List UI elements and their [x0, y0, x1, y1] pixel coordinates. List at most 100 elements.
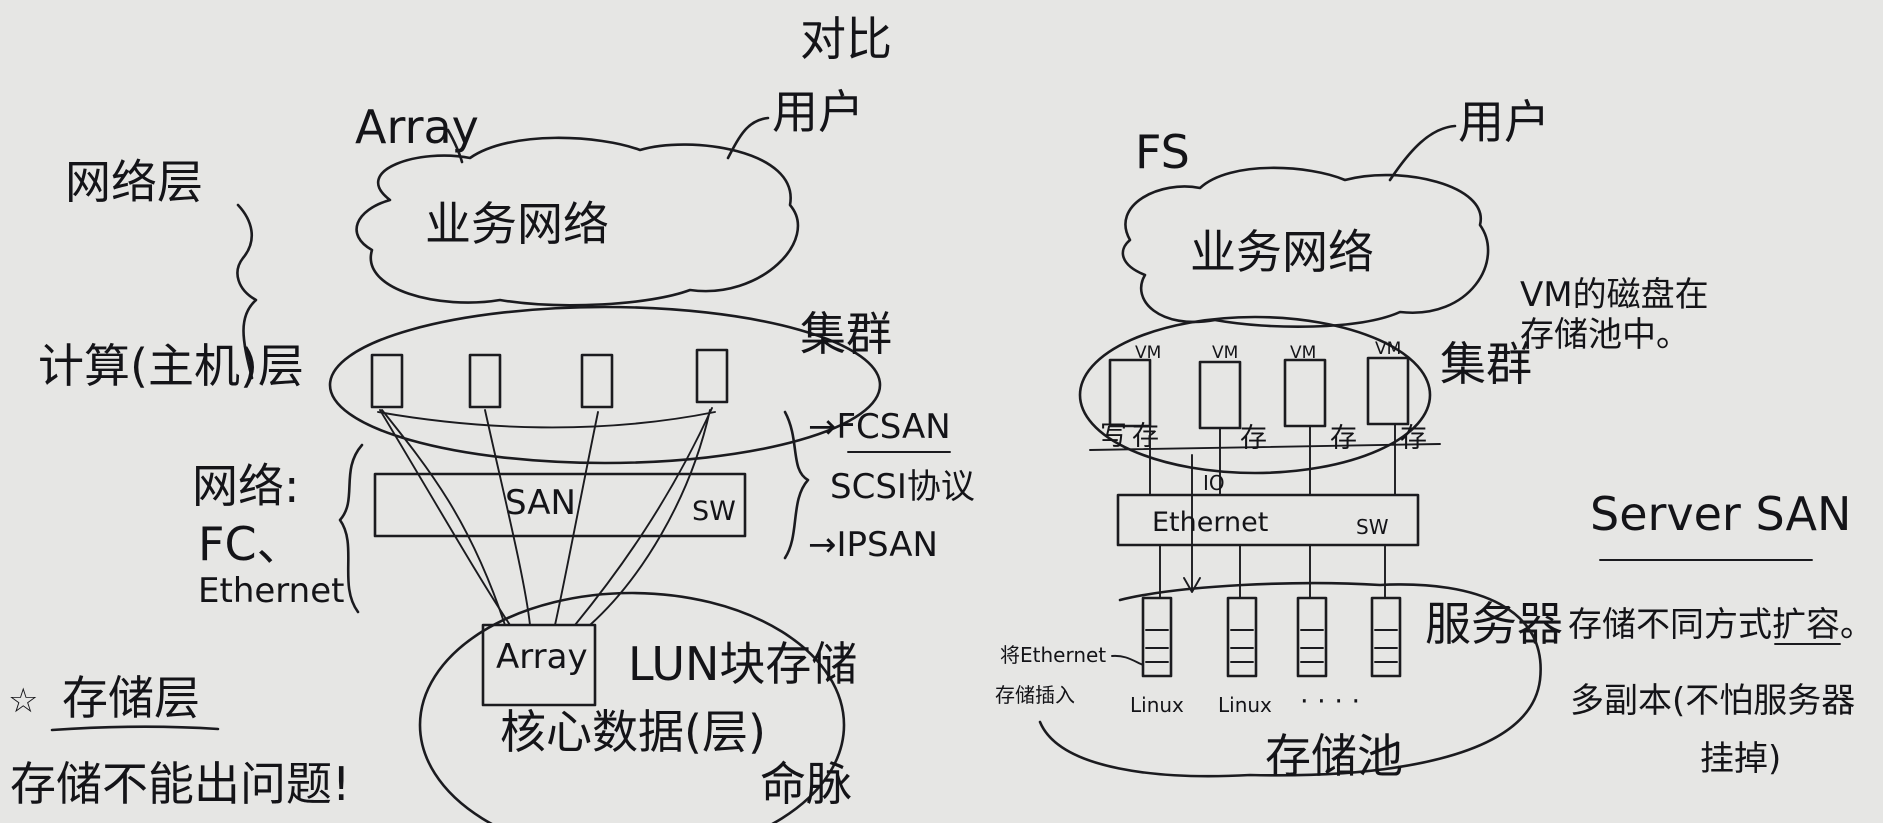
vm-disk-note-1: VM的磁盘在 — [1520, 275, 1709, 315]
network-type-fc: FC、 — [198, 517, 303, 571]
star-icon: ☆ — [8, 681, 38, 721]
vm-host-3 — [1283, 358, 1327, 428]
storage-layer-label: 存储层 — [62, 671, 200, 725]
host-write-label: 写 — [1100, 421, 1127, 452]
linux-label-2: Linux — [1218, 693, 1272, 717]
host-4 — [695, 348, 729, 404]
storage-pool-label: 存储池 — [1265, 729, 1403, 783]
lifeline-label: 命脉 — [760, 757, 852, 811]
array-box-label: Array — [496, 637, 588, 677]
linux-label-1: Linux — [1130, 693, 1184, 717]
user-label: 用户 — [772, 85, 864, 139]
server-downlinks — [1159, 544, 1386, 599]
wire-3 — [554, 411, 599, 626]
fs-business-network-label: 业务网络 — [1190, 225, 1374, 279]
io-label: IO — [1203, 471, 1225, 495]
array-heading-tail — [446, 128, 464, 164]
storage-ellipse — [418, 591, 846, 823]
array-architecture: Array 业务网络 用户 集群 SAN SW 网络: FC、 — [192, 85, 975, 823]
vm-host-4 — [1366, 356, 1410, 426]
host-storage-3: 存 — [1330, 423, 1357, 454]
io-arrow — [1183, 454, 1201, 593]
san-label: SAN — [505, 483, 576, 523]
core-data-label: 核心数据(层) — [500, 705, 766, 759]
vm-tag-1: VM — [1135, 343, 1161, 363]
vm-tag-2: VM — [1212, 343, 1238, 363]
server-san-title: Server SAN — [1590, 487, 1851, 541]
vm-hosts: VM VM VM VM — [1108, 339, 1410, 430]
fs-business-network-cloud — [1121, 166, 1490, 329]
storage-server-1 — [1141, 596, 1173, 678]
page-title: 对比 — [800, 12, 892, 66]
array-box — [481, 623, 597, 707]
business-network-cloud — [355, 136, 800, 307]
fs-architecture: FS 业务网络 用户 VM的磁盘在 存储池中。 集群 VM VM VM VM 写… — [995, 95, 1709, 783]
host-servers — [370, 348, 729, 409]
host-2 — [468, 353, 502, 409]
vm-host-1 — [1108, 358, 1152, 428]
host-storage-2: 存 — [1240, 423, 1267, 454]
compute-layer-label: 计算(主机)层 — [38, 339, 304, 393]
protocol-fcsan: →FCSAN — [808, 407, 951, 447]
wire-1a — [379, 409, 511, 626]
host-storage-4: 存 — [1400, 423, 1427, 454]
array-heading: Array — [355, 100, 479, 154]
host-link — [377, 411, 716, 429]
lun-block-label: LUN块存储 — [628, 637, 857, 691]
scale-out-note: 存储不同方式扩容。 — [1568, 605, 1874, 645]
san-sw-label: SW — [692, 496, 736, 527]
network-layer-label: 网络层 — [65, 155, 203, 209]
ellipsis: · · · · — [1300, 686, 1360, 717]
san-switch — [373, 472, 747, 538]
fs-cluster-label: 集群 — [1440, 337, 1532, 391]
vm-disk-note-2: 存储池中。 — [1520, 315, 1690, 355]
layer-bracket — [236, 203, 258, 380]
network-type-ethernet: Ethernet — [198, 571, 344, 611]
fs-heading: FS — [1135, 125, 1190, 179]
protocol-scsi: SCSI协议 — [830, 467, 975, 507]
network-label: 网络: — [192, 459, 300, 513]
user-pointer — [726, 116, 770, 160]
server-san-notes: Server SAN 存储不同方式扩容。 多副本(不怕服务器 挂掉) — [1568, 487, 1874, 779]
storage-note: 存储不能出问题! — [10, 757, 350, 811]
vm-host-2 — [1198, 360, 1242, 430]
vm-tag-3: VM — [1290, 343, 1316, 363]
ethernet-insert-note-2: 存储插入 — [995, 683, 1075, 707]
wire-2 — [484, 409, 531, 626]
business-network-label: 业务网络 — [425, 197, 609, 251]
protocol-bracket — [783, 410, 810, 560]
network-bracket — [338, 443, 364, 614]
replica-note-2: 挂掉) — [1700, 739, 1781, 779]
storage-server-2 — [1226, 596, 1258, 678]
storage-server-3 — [1296, 596, 1328, 678]
storage-servers — [1141, 596, 1402, 678]
storage-layer-underline — [50, 725, 220, 732]
fs-user-label: 用户 — [1458, 95, 1550, 149]
fs-user-pointer — [1388, 124, 1457, 182]
host-uplinks — [1149, 423, 1396, 496]
storage-server-slots — [1145, 629, 1398, 663]
ethernet-insert-note-1: 将Ethernet — [1000, 643, 1106, 667]
ethernet-label: Ethernet — [1152, 507, 1268, 538]
wire-1b — [381, 409, 506, 626]
host-storage-line — [1089, 443, 1441, 451]
wire-4b — [589, 409, 711, 626]
servers-label: 服务器 — [1425, 597, 1563, 651]
insert-pointer — [1111, 654, 1144, 666]
wire-4 — [574, 407, 713, 626]
vm-tag-4: VM — [1375, 339, 1401, 359]
ethernet-switch — [1116, 493, 1420, 547]
storage-pool-boundary — [1038, 581, 1542, 778]
replica-note-1: 多副本(不怕服务器 — [1570, 681, 1855, 721]
host-1 — [370, 353, 404, 409]
ethernet-sw-label: SW — [1356, 515, 1389, 539]
cluster-ellipse — [328, 305, 882, 465]
storage-server-4 — [1370, 596, 1402, 678]
host-3 — [580, 353, 614, 409]
host-storage-1: 存 — [1132, 421, 1159, 452]
protocol-ipsan: →IPSAN — [808, 525, 938, 565]
layer-annotations: 网络层 计算(主机)层 ☆ 存储层 存储不能出问题! — [8, 155, 350, 811]
fs-cluster-ellipse — [1078, 315, 1432, 475]
cluster-label: 集群 — [800, 307, 892, 361]
